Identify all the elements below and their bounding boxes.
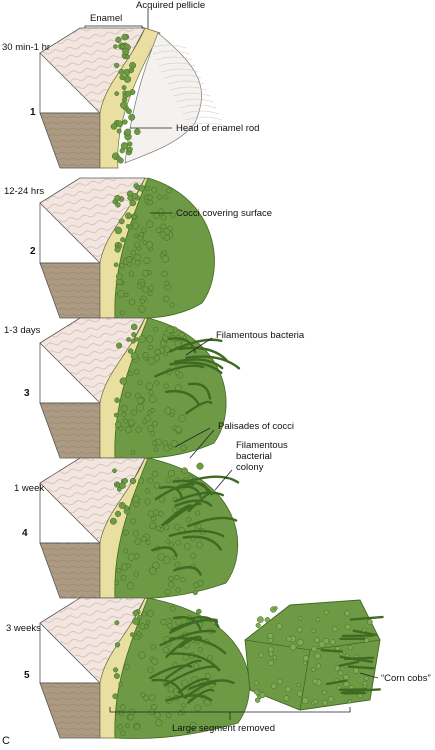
leader-lines bbox=[109, 127, 379, 720]
stage-4-block bbox=[39, 457, 240, 599]
stage-5-number: 5 bbox=[24, 670, 30, 681]
large-segment-label: Large segment removed bbox=[172, 723, 275, 734]
figure-letter: C bbox=[2, 735, 10, 747]
stage-1-number: 1 bbox=[30, 107, 36, 118]
stage-5-time: 3 weeks bbox=[6, 623, 41, 634]
stage-1-label: Head of enamel rod bbox=[176, 123, 260, 134]
stage-3-block bbox=[39, 317, 241, 459]
stage-4-label-palisades: Palisades of cocci bbox=[218, 421, 295, 432]
stage-2-label: Cocci covering surface bbox=[176, 208, 273, 219]
stage-2-time: 12-24 hrs bbox=[4, 186, 45, 197]
stage-1-time: 30 min-1 hr bbox=[2, 42, 51, 53]
stage-1-block bbox=[39, 27, 226, 169]
stage-4-number: 4 bbox=[22, 528, 28, 539]
stage-3-time: 1-3 days bbox=[4, 325, 41, 336]
stage-5-block bbox=[39, 597, 250, 739]
stage-3-number: 3 bbox=[24, 388, 30, 399]
enamel-label: Enamel bbox=[90, 13, 123, 24]
stage-5-label: “Corn cobs” bbox=[381, 673, 431, 684]
stage-2-number: 2 bbox=[30, 246, 36, 257]
stage-2-block bbox=[39, 177, 215, 319]
stage-3-label: Filamentous bacteria bbox=[216, 330, 305, 341]
stage-4-time: 1 week bbox=[14, 483, 45, 494]
removed-segment bbox=[244, 599, 384, 711]
pellicle-label: Acquired pellicle bbox=[136, 0, 206, 11]
stage-4-label-colony: Filamentous bacterial colony bbox=[236, 440, 288, 473]
